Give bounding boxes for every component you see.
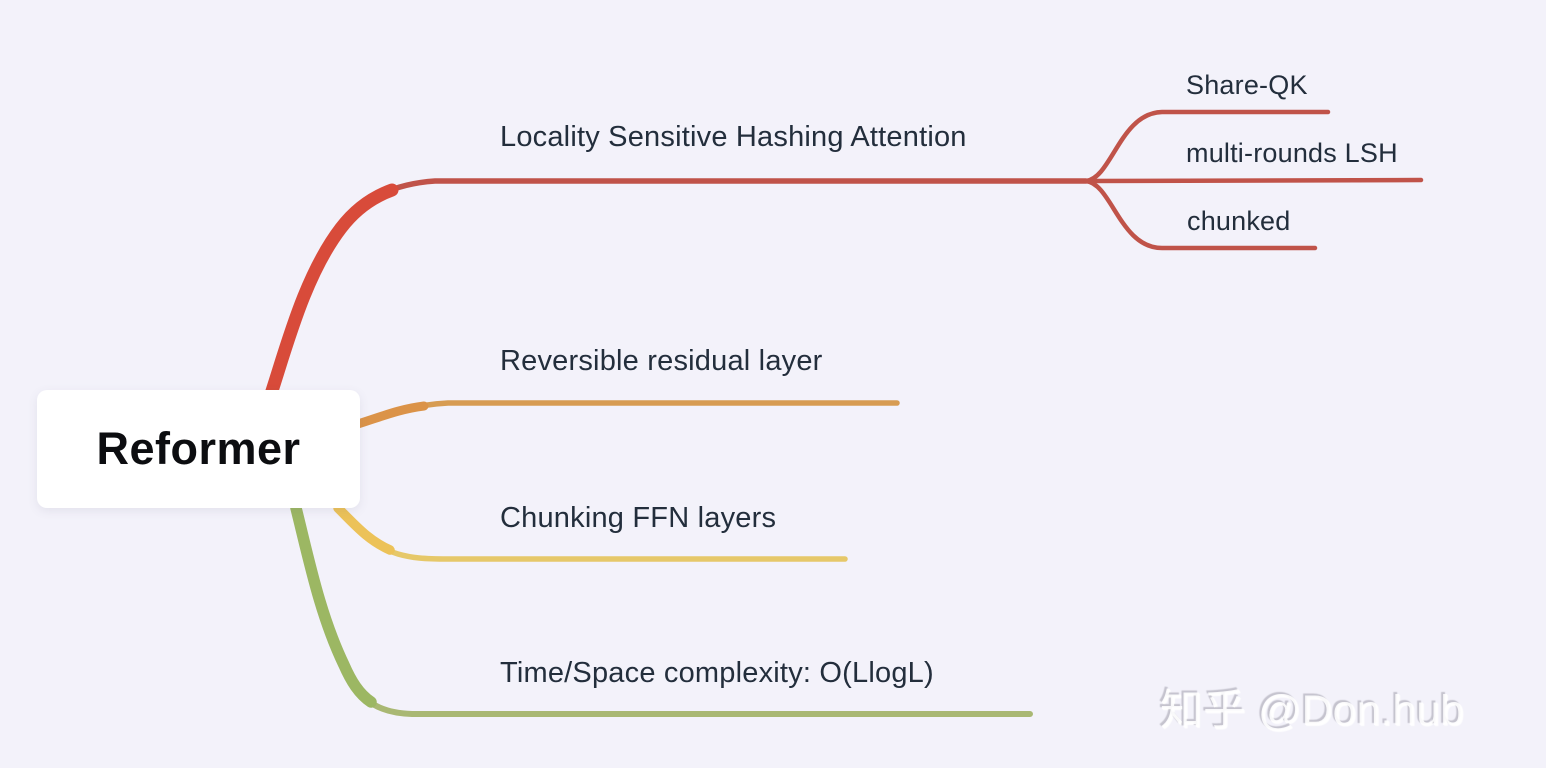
subtopic-multi-rounds-lsh[interactable]: multi-rounds LSH <box>1186 138 1398 168</box>
topic-time-space-complexity[interactable]: Time/Space complexity: O(LlogL) <box>500 657 934 689</box>
branch-line-lsh-thick <box>264 183 399 401</box>
subbranch-line-multi-rounds <box>1083 177 1424 184</box>
subtopic-chunked[interactable]: chunked <box>1187 206 1291 236</box>
branch-line-chunking-thick <box>333 503 395 555</box>
subbranch-line-share-qk <box>1083 109 1331 184</box>
branch-line-reversible <box>355 400 900 427</box>
topic-reversible-residual[interactable]: Reversible residual layer <box>500 345 823 377</box>
root-node-reformer[interactable]: Reformer <box>37 390 360 508</box>
subtopic-share-qk[interactable]: Share-QK <box>1186 70 1308 100</box>
topic-chunking-ffn[interactable]: Chunking FFN layers <box>500 502 777 534</box>
branch-line-reversible-thick <box>353 401 429 429</box>
watermark-zhihu: 知乎 @Don.hub <box>1160 687 1465 735</box>
branch-line-complexity-thick <box>290 502 377 708</box>
topic-lsh-attention[interactable]: Locality Sensitive Hashing Attention <box>500 121 967 153</box>
subbranch-line-chunked <box>1083 178 1318 251</box>
root-node-label: Reformer <box>96 423 301 474</box>
